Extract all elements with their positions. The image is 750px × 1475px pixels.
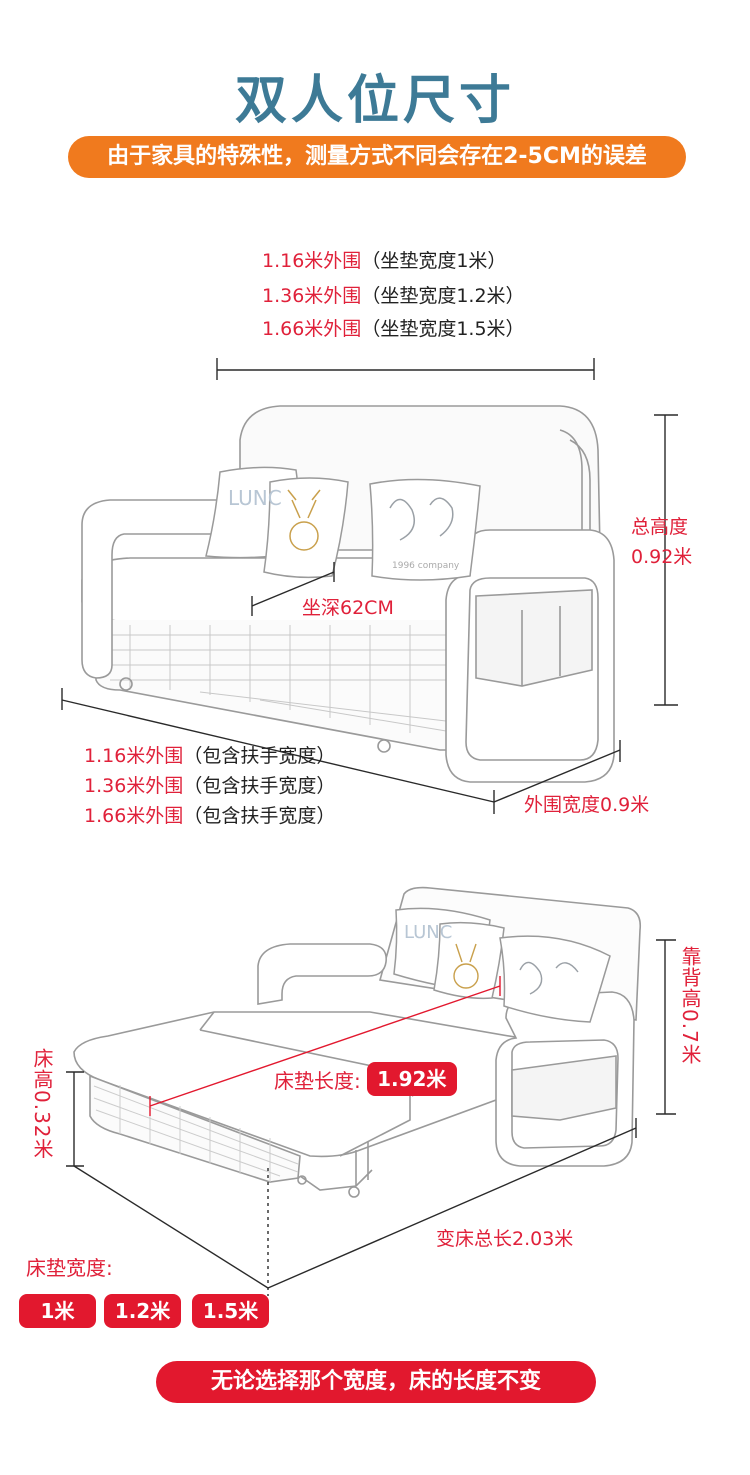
mattress-width-option-3: 1.5米	[192, 1294, 269, 1328]
top-width-note: （坐垫宽度1.2米）	[361, 285, 525, 307]
mattress-width-option-2: 1.2米	[104, 1294, 181, 1328]
bottom-width-note: （包含扶手宽度）	[183, 805, 336, 827]
top-width-size: 1.66米外围	[262, 318, 362, 340]
measurement-notice-banner: 由于家具的特殊性，测量方式不同会存在2-5CM的误差	[68, 136, 686, 178]
bottom-width-size: 1.36米外围	[84, 775, 184, 797]
bottom-width-note: （包含扶手宽度）	[183, 745, 336, 767]
sofa-bed-illustration: LUNC	[0, 880, 750, 1300]
top-width-option-3: 1.66米外围（坐垫宽度1.5米）	[262, 314, 525, 344]
bottom-width-option-3: 1.66米外围（包含扶手宽度）	[84, 801, 335, 831]
bottom-width-option-1: 1.16米外围（包含扶手宽度）	[84, 741, 335, 771]
top-width-size: 1.16米外围	[262, 250, 362, 272]
mattress-length-value: 1.92米	[366, 1062, 457, 1096]
outer-width-dimension-line	[494, 750, 620, 802]
bed-total-length-dimension-line	[268, 1128, 636, 1288]
deer-pillow-icon	[288, 490, 320, 550]
mattress-width-option-1: 1米	[19, 1294, 96, 1328]
seat-depth-dimension-line	[252, 572, 334, 606]
bed-height-label: 床高0.32米	[30, 1048, 54, 1160]
bed-length-dimension-line	[74, 1166, 268, 1288]
bed-deer-pillow-icon	[454, 944, 478, 988]
bed-total-length-label: 变床总长2.03米	[436, 1228, 574, 1250]
width-length-notice: 无论选择那个宽度，床的长度不变	[156, 1361, 596, 1403]
top-width-option-2: 1.36米外围（坐垫宽度1.2米）	[262, 281, 525, 311]
mattress-length-dimension-line	[150, 986, 500, 1106]
top-width-option-1: 1.16米外围（坐垫宽度1米）	[262, 246, 506, 276]
sofa-illustration: LUNC 1996 company	[0, 340, 750, 830]
outer-width-label: 外围宽度0.9米	[524, 794, 650, 816]
bed-pillow-text-lunc: LUNC	[404, 922, 452, 943]
pillow-text-company: 1996 company	[392, 561, 460, 571]
bottom-width-option-2: 1.36米外围（包含扶手宽度）	[84, 771, 335, 801]
bottom-width-size: 1.66米外围	[84, 805, 184, 827]
top-width-note: （坐垫宽度1米）	[361, 250, 507, 272]
bottom-width-note: （包含扶手宽度）	[183, 775, 336, 797]
total-height-value: 0.92米	[631, 546, 693, 568]
page-title: 双人位尺寸	[234, 71, 515, 131]
mattress-length-callout: 床垫长度: 1.92米	[274, 1062, 457, 1096]
top-width-size: 1.36米外围	[262, 285, 362, 307]
antler-pillow-icon	[390, 498, 453, 540]
seat-depth-label: 坐深62CM	[302, 597, 394, 619]
backrest-height-label: 靠背高0.7米	[678, 946, 702, 1065]
total-height-label: 总高度	[631, 516, 689, 538]
bed-antler-pillow-icon	[520, 962, 578, 994]
mattress-width-label: 床垫宽度:	[26, 1256, 113, 1280]
pillow-text-lunc: LUNC	[228, 486, 282, 510]
mattress-length-label: 床垫长度:	[274, 1068, 361, 1093]
bottom-width-size: 1.16米外围	[84, 745, 184, 767]
top-width-note: （坐垫宽度1.5米）	[361, 318, 525, 340]
bottom-width-dimension-line	[62, 700, 494, 802]
